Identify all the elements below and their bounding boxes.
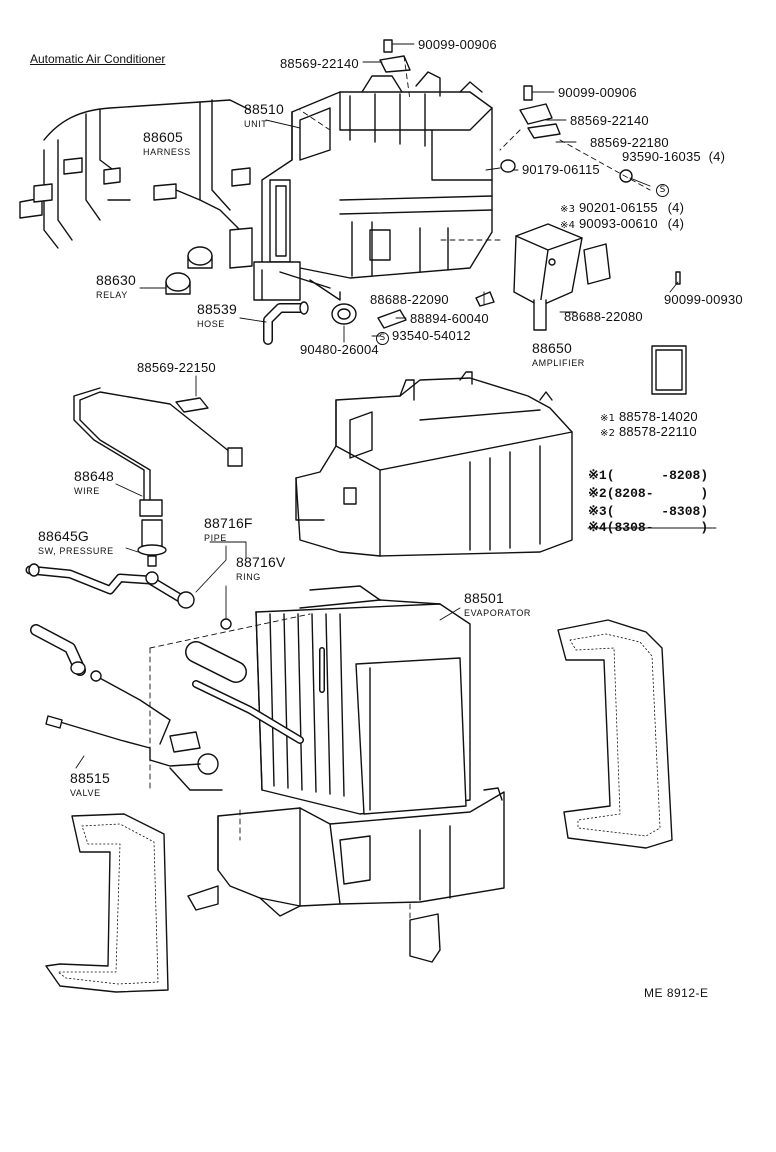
- lower-case-drawing: [187, 787, 505, 963]
- part-number-88569-22150: 88569-22150: [137, 360, 216, 375]
- note-mark: ※2: [600, 428, 616, 439]
- quantity-text: (4): [708, 149, 726, 164]
- note-range: ( -8208): [606, 468, 709, 483]
- part-name-amplifier: AMPLIFIER: [532, 358, 585, 368]
- part-number-88578-14020: ※1 88578-14020: [600, 410, 698, 425]
- note-mark: ※4: [588, 520, 607, 535]
- s-mark: S: [656, 182, 672, 197]
- note-row-4: ※4(8308- ): [588, 520, 708, 535]
- note-mark: ※4: [560, 220, 576, 231]
- note-row-1: ※1( -8208): [588, 468, 708, 483]
- part-number-90179-06115: 90179-06115: [522, 162, 600, 177]
- part-number-text: 90093-00610: [578, 216, 658, 231]
- part-name-ring: RING: [236, 572, 261, 582]
- pipe-drawing: [25, 563, 195, 676]
- diagram-title: Automatic Air Conditioner: [30, 52, 166, 66]
- part-name-harness: HARNESS: [143, 147, 191, 157]
- middle-case-drawing: [295, 371, 573, 557]
- note-mark: ※3: [588, 504, 607, 519]
- foam-seal-left-drawing: [45, 813, 169, 993]
- s-mark-glyph: S: [656, 184, 669, 197]
- note-row-3: ※3( -8308): [588, 504, 708, 519]
- hose-drawing: [263, 301, 309, 345]
- part-number-90093-00610: ※4 90093-00610 (4): [560, 217, 684, 232]
- leader-lines: [75, 43, 717, 931]
- part-number-88716V: 88716V: [236, 554, 286, 570]
- quantity-text: (4): [667, 200, 685, 215]
- part-name-pipe: PIPE: [204, 533, 227, 543]
- part-number-text: 88578-14020: [618, 409, 698, 424]
- s-mark-glyph: S: [376, 332, 389, 345]
- note-row-2: ※2(8208- ): [588, 486, 708, 501]
- reference-code: ME 8912-E: [644, 986, 709, 1000]
- part-number-88515: 88515: [70, 770, 110, 786]
- part-name-sw-pressure: SW, PRESSURE: [38, 546, 114, 556]
- part-number-88650: 88650: [532, 340, 572, 356]
- filter-drawing: [651, 345, 687, 395]
- small-clips-drawing: [377, 39, 681, 329]
- part-name-relay: RELAY: [96, 290, 128, 300]
- valve-drawing: [45, 670, 223, 791]
- part-number-88630: 88630: [96, 272, 136, 288]
- note-range: (8208- ): [606, 486, 709, 501]
- unit-housing-drawing: [253, 71, 493, 301]
- ring-drawing: [220, 618, 232, 630]
- part-number-90099-00906: 90099-00906: [418, 37, 497, 52]
- part-number-90201-06155: ※3 90201-06155 (4): [560, 201, 684, 216]
- part-name-wire: WIRE: [74, 486, 100, 496]
- part-number-88539: 88539: [197, 301, 237, 317]
- quantity-text: (4): [667, 216, 685, 231]
- relay-drawing: [165, 246, 213, 295]
- part-number-90099-00930: 90099-00930: [664, 292, 743, 307]
- part-number-88569-22140: 88569-22140: [570, 113, 649, 128]
- part-number-90099-00906: 90099-00906: [558, 85, 637, 100]
- part-number-88894-60040: 88894-60040: [410, 311, 489, 326]
- foam-seal-right-drawing: [557, 619, 673, 849]
- note-range: ( -8308): [606, 504, 709, 519]
- wire-drawing: [73, 387, 243, 517]
- grommet-drawing: [331, 303, 357, 325]
- part-name-hose: HOSE: [197, 319, 225, 329]
- amplifier-drawing: [513, 223, 611, 331]
- note-mark: ※1: [588, 468, 607, 483]
- part-number-88501: 88501: [464, 590, 504, 606]
- note-mark: ※3: [560, 204, 576, 215]
- part-name-evaporator: EVAPORATOR: [464, 608, 532, 618]
- part-name-valve: VALVE: [70, 788, 101, 798]
- note-mark: ※1: [600, 413, 616, 424]
- note-mark: ※2: [588, 486, 607, 501]
- part-number-88510: 88510: [244, 101, 284, 117]
- part-number-text: 88578-22110: [618, 424, 697, 439]
- part-number-88716F: 88716F: [204, 515, 253, 531]
- part-number-88648: 88648: [74, 468, 114, 484]
- evaporator-drawing: [255, 585, 471, 815]
- part-number-93590-16035: 93590-16035 (4): [622, 150, 725, 163]
- pressure-switch-drawing: [137, 519, 167, 567]
- part-number-88688-22090: 88688-22090: [370, 292, 449, 307]
- part-number-text: 93540-54012: [392, 328, 471, 343]
- part-number-88569-22180: 88569-22180: [590, 135, 669, 150]
- note-range: (8308- ): [606, 520, 709, 535]
- part-number-88645G: 88645G: [38, 528, 90, 544]
- part-number-text: 90201-06155: [578, 200, 658, 215]
- part-number-text: 93590-16035: [622, 149, 701, 164]
- evaporator-hoses-drawing: [185, 641, 304, 744]
- part-number-88605: 88605: [143, 129, 183, 145]
- part-number-90480-26004: 90480-26004: [300, 342, 379, 357]
- part-name-unit: UNIT: [244, 119, 268, 129]
- harness-drawing: [19, 99, 253, 269]
- part-number-88688-22080: 88688-22080: [564, 309, 643, 324]
- part-number-88569-22140: 88569-22140: [280, 56, 359, 71]
- part-number-88578-22110: ※2 88578-22110: [600, 425, 697, 440]
